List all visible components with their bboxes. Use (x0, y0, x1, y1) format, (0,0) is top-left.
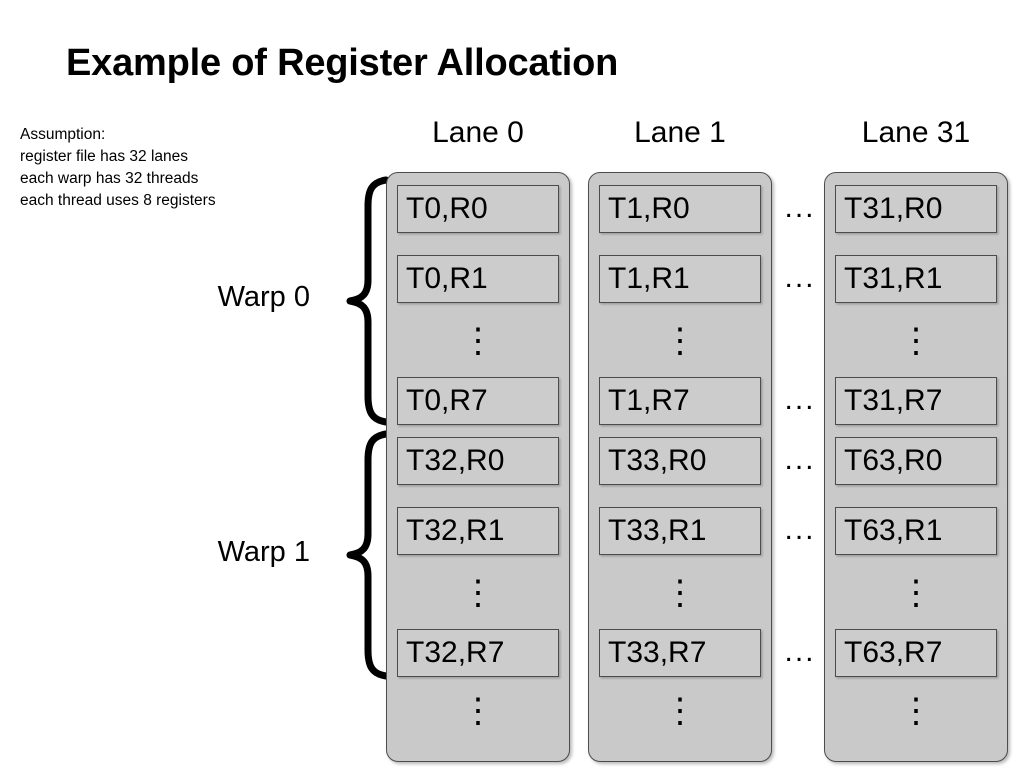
assumption-line-1: register file has 32 lanes (20, 148, 189, 165)
vertical-ellipsis-icon: ⋮ (825, 689, 1007, 737)
register-cell[interactable]: T31,R0 (835, 185, 997, 233)
vertical-ellipsis-glyph: ⋮ (663, 573, 697, 612)
page-title: Example of Register Allocation (66, 42, 619, 84)
vertical-ellipsis-icon: ⋮ (825, 319, 1007, 367)
lane-column-lane-0: T0,R0 T0,R1 ⋮ T0,R7 T32,R0 T32,R1 ⋮ T32,… (386, 172, 570, 762)
warp-label-warp-1: Warp 1 (217, 536, 310, 568)
warp-0-brace-icon (344, 176, 390, 426)
register-cell[interactable]: T31,R7 (835, 377, 997, 425)
assumption-heading: Assumption: (20, 126, 106, 143)
register-cell[interactable]: T1,R1 (599, 255, 761, 303)
lane-header-lane-1: Lane 1 (634, 116, 726, 149)
vertical-ellipsis-glyph: ⋮ (899, 573, 933, 612)
lane-header-lane-31: Lane 31 (861, 116, 971, 149)
vertical-ellipsis-glyph: ⋮ (461, 691, 495, 730)
vertical-ellipsis-glyph: ⋮ (663, 321, 697, 360)
vertical-ellipsis-glyph: ⋮ (899, 691, 933, 730)
register-cell[interactable]: T63,R0 (835, 437, 997, 485)
vertical-ellipsis-icon: ⋮ (589, 319, 771, 367)
register-cell[interactable]: T63,R7 (835, 629, 997, 677)
vertical-ellipsis-icon: ⋮ (589, 571, 771, 619)
lane-column-lane-1: T1,R0 T1,R1 ⋮ T1,R7 T33,R0 T33,R1 ⋮ T33,… (588, 172, 772, 762)
vertical-ellipsis-glyph: ⋮ (461, 321, 495, 360)
register-cell[interactable]: T32,R7 (397, 629, 559, 677)
vertical-ellipsis-icon: ⋮ (825, 571, 1007, 619)
assumption-line-3: each thread uses 8 registers (20, 192, 216, 209)
register-cell[interactable]: T0,R0 (397, 185, 559, 233)
lane-column-lane-31: T31,R0 T31,R1 ⋮ T31,R7 T63,R0 T63,R1 ⋮ T… (824, 172, 1008, 762)
register-cell[interactable]: T1,R7 (599, 377, 761, 425)
horizontal-ellipsis-icon: ... (784, 383, 816, 416)
register-cell[interactable]: T63,R1 (835, 507, 997, 555)
lane-header-lane-0: Lane 0 (432, 116, 524, 149)
vertical-ellipsis-glyph: ⋮ (461, 573, 495, 612)
register-cell[interactable]: T0,R1 (397, 255, 559, 303)
assumption-block: Assumption: register file has 32 lanes e… (20, 124, 216, 212)
horizontal-ellipsis-icon: ... (784, 443, 816, 476)
register-cell[interactable]: T33,R1 (599, 507, 761, 555)
vertical-ellipsis-icon: ⋮ (387, 319, 569, 367)
vertical-ellipsis-icon: ⋮ (387, 571, 569, 619)
horizontal-ellipsis-icon: ... (784, 261, 816, 294)
horizontal-ellipsis-icon: ... (784, 635, 816, 668)
assumption-line-2: each warp has 32 threads (20, 170, 199, 187)
register-cell[interactable]: T31,R1 (835, 255, 997, 303)
warp-1-brace-icon (344, 430, 390, 680)
warp-label-warp-0: Warp 0 (217, 281, 310, 313)
vertical-ellipsis-glyph: ⋮ (899, 321, 933, 360)
register-cell[interactable]: T1,R0 (599, 185, 761, 233)
register-cell[interactable]: T0,R7 (397, 377, 559, 425)
vertical-ellipsis-icon: ⋮ (589, 689, 771, 737)
register-cell[interactable]: T32,R0 (397, 437, 559, 485)
vertical-ellipsis-icon: ⋮ (387, 689, 569, 737)
horizontal-ellipsis-icon: ... (784, 191, 816, 224)
vertical-ellipsis-glyph: ⋮ (663, 691, 697, 730)
register-cell[interactable]: T32,R1 (397, 507, 559, 555)
register-cell[interactable]: T33,R0 (599, 437, 761, 485)
horizontal-ellipsis-icon: ... (784, 513, 816, 546)
register-cell[interactable]: T33,R7 (599, 629, 761, 677)
